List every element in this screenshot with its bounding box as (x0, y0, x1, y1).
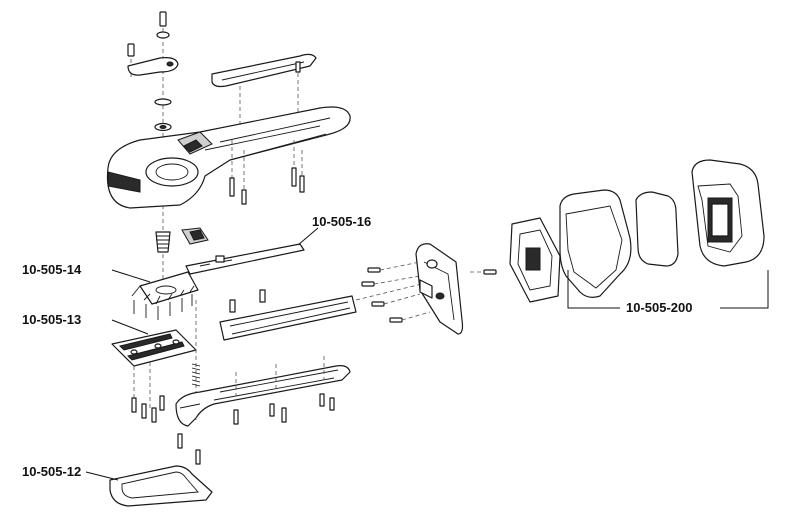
label-10-505-16: 10-505-16 (312, 214, 371, 229)
part-10-505-13 (111, 319, 197, 423)
foam-pad (635, 191, 679, 267)
cushion-housing (559, 189, 632, 298)
part-10-505-12 (85, 465, 213, 507)
label-10-505-14: 10-505-14 (22, 262, 82, 277)
bracket-screws (361, 261, 497, 323)
part-10-505-14 (111, 269, 199, 320)
label-10-505-12: 10-505-12 (22, 464, 81, 479)
handle-cover (211, 53, 317, 140)
handle-pins (229, 140, 305, 205)
top-screw-stack (127, 11, 179, 205)
part-10-505-16 (185, 227, 319, 275)
gasket-frame (509, 217, 561, 303)
part-200-bracket (567, 270, 769, 309)
end-cap (691, 159, 765, 267)
label-10-505-200: 10-505-200 (626, 300, 693, 315)
main-handle-body (106, 106, 351, 209)
label-10-505-13: 10-505-13 (22, 312, 81, 327)
magazine-channel (219, 281, 431, 341)
end-bracket (415, 243, 464, 335)
lower-base-rail (175, 356, 351, 465)
